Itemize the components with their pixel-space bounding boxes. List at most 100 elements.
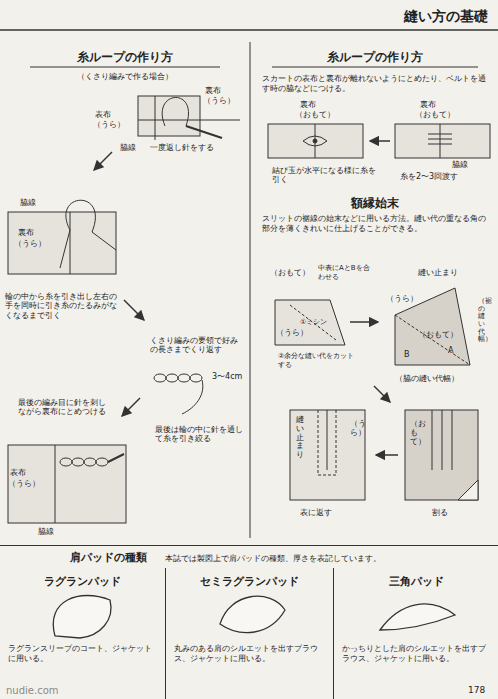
step-arrow [376, 454, 398, 456]
annotation-label: （うら） [93, 120, 133, 130]
thread-loop-figure [55, 445, 56, 523]
annotation-label: 一度返し針をする [150, 143, 240, 153]
annotation-label: 最後は輪の中に針を通して糸を引き絞る [155, 425, 245, 444]
annotation-label: 糸を2〜3回渡す [400, 172, 490, 182]
thread-loop-figure [315, 124, 440, 158]
annotation-label: 裏布 [420, 100, 450, 110]
annotation-label: （うら） [386, 294, 422, 304]
mitered-corner-figure [395, 315, 470, 365]
annotation-label: 脇線 [38, 527, 68, 537]
panel-note: 本誌では製図上で肩パッドの種類、厚さを表記しています。 [165, 550, 381, 564]
annotation-label: 表に返す [300, 508, 360, 518]
thread-loop-figure [138, 120, 240, 121]
annotation-label: 輪の中から糸を引き出し左右の手を同時に引き糸のたるみがなくなるまで引く [5, 292, 120, 320]
thread-loop-figure [182, 380, 203, 414]
annotation-label: くさり編みの要領で好みの長さまでくり返す [150, 336, 245, 355]
shoulder-pad-shape [380, 604, 455, 630]
annotation-label: 中表にAとBを合わせる [318, 264, 376, 282]
thread-loop-figure [186, 126, 222, 138]
thread-loop-figure [108, 454, 124, 462]
shoulder-pad-shape [220, 596, 285, 632]
page-number: 178 [468, 685, 494, 696]
annotation-label: 裏布 [300, 100, 330, 110]
thread-loop-figure [8, 212, 116, 274]
pad-type-panel: 三角パッドかっちりとした肩のシルエットを出すブラウス、ジャケットに用いる。 [333, 568, 498, 699]
watermark: nudie.com [6, 685, 76, 698]
page-rule [0, 30, 498, 538]
panel-note: 丸みのある肩のシルエットを出すブラウス、ジャケットに用いる。 [166, 644, 333, 665]
page-rule [30, 67, 220, 68]
annotation-label: 縫い止まり [418, 268, 468, 278]
pad-type-panel: ラグランパッドラグランスリーブのコート、ジャケットに用いる。 [0, 568, 165, 699]
annotation-label: （うら） [276, 328, 312, 338]
thread-loop-figure [70, 212, 71, 274]
panel-heading: セミラグランパッド [166, 574, 333, 589]
shoulder-pad-shape [53, 596, 111, 639]
pad-section-band: 肩パッドの種類 本誌では製図上で肩パッドの種類、厚さを表記しています。ラグランパッ… [0, 545, 498, 699]
annotation-label: 脇線 [20, 198, 50, 208]
annotation-label: ①ミシン [300, 318, 340, 327]
panel-heading: ラグランパッド [0, 574, 165, 589]
page-rule [250, 42, 251, 538]
thread-loop-figure [162, 97, 188, 126]
thread-loop-figure [395, 124, 490, 158]
annotation-label: 3〜4cm [212, 372, 252, 382]
page-rule [272, 67, 478, 68]
annotation-label: （おもて） [295, 110, 345, 120]
step-arrow [350, 321, 378, 323]
annotation-label: （うら） [14, 239, 54, 249]
thread-loop-figure [190, 374, 202, 382]
mitered-corner-figure [275, 288, 478, 500]
thread-loop-figure [178, 374, 190, 382]
step-arrow [374, 386, 390, 402]
mitered-corner-figure [327, 410, 328, 470]
mitered-corner-figure [318, 410, 336, 475]
step-arrow [370, 140, 390, 142]
annotation-label: 結び玉が水平になる様に糸を引く [272, 166, 382, 185]
mitered-corner-figure [458, 480, 478, 500]
annotation-label: 割る [432, 508, 462, 518]
panel-note: かっちりとした肩のシルエットを出すブラウス、ジャケットに用いる。 [334, 644, 498, 665]
mitered-corner-figure [405, 410, 478, 500]
annotation-label: 縫い止まり [296, 416, 304, 460]
annotation-label: （裾の縫い代幅） [478, 298, 485, 344]
thread-loop-figure [84, 458, 96, 466]
thread-loop-figure [8, 445, 126, 523]
pad-type-panel: セミラグランパッド丸みのある肩のシルエットを出すブラウス、ジャケットに用いる。 [165, 568, 333, 699]
annotation-label: 裏布 [18, 228, 48, 238]
thread-loop-figure [155, 96, 156, 140]
annotation-label: 裏布 [205, 86, 235, 96]
thread-loop-figure [138, 96, 200, 136]
annotation-label: スカートの表布と裏布が離れないようにとめたり、ベルトを通す時の脇などにつける。 [262, 74, 488, 94]
annotation-label: 脇線 [452, 160, 482, 170]
thread-loop-figure [66, 200, 96, 232]
annotation-label: （くさり編みで作る場合） [60, 72, 190, 82]
annotation-label: （おもて） [418, 330, 463, 340]
thread-loop-figure [60, 230, 116, 268]
section-heading: 糸ループの作り方 [20, 50, 230, 64]
section-heading: 額縁始末 [262, 196, 488, 210]
annotation-label: （うら） [8, 479, 48, 489]
shoulder-pad-shape [53, 596, 455, 639]
annotation-label: 最後の編み目に針を刺しながら裏布にとめつける [18, 398, 113, 417]
thread-loop-figure [96, 458, 108, 466]
step-arrow [122, 398, 140, 416]
page-title: 縫い方の基礎 [330, 8, 488, 26]
mitered-corner-figure [290, 410, 365, 500]
step-arrow [94, 141, 398, 455]
annotation-label: スリットの裾線の始末などに用いる方法。縫い代の重なる角の部分を薄くきれいに仕上げ… [262, 214, 488, 234]
annotation-label: 表布 [95, 110, 125, 120]
thread-loop-figure [313, 139, 317, 143]
page-rule [0, 29, 498, 31]
annotation-label: （脇の縫い代幅） [395, 374, 485, 384]
panel-heading: 肩パッドの種類 [70, 546, 147, 565]
annotation-label: （うら） [203, 96, 243, 106]
annotation-label: （おもて） [410, 420, 418, 446]
panel-note: ラグランスリーブのコート、ジャケットに用いる。 [0, 644, 165, 665]
thread-loop-figure [166, 374, 178, 382]
thread-loop-figure [428, 134, 452, 144]
thread-loop-figure [154, 374, 166, 382]
annotation-label: 表布 [10, 468, 40, 478]
thread-loop-figure [303, 136, 327, 146]
